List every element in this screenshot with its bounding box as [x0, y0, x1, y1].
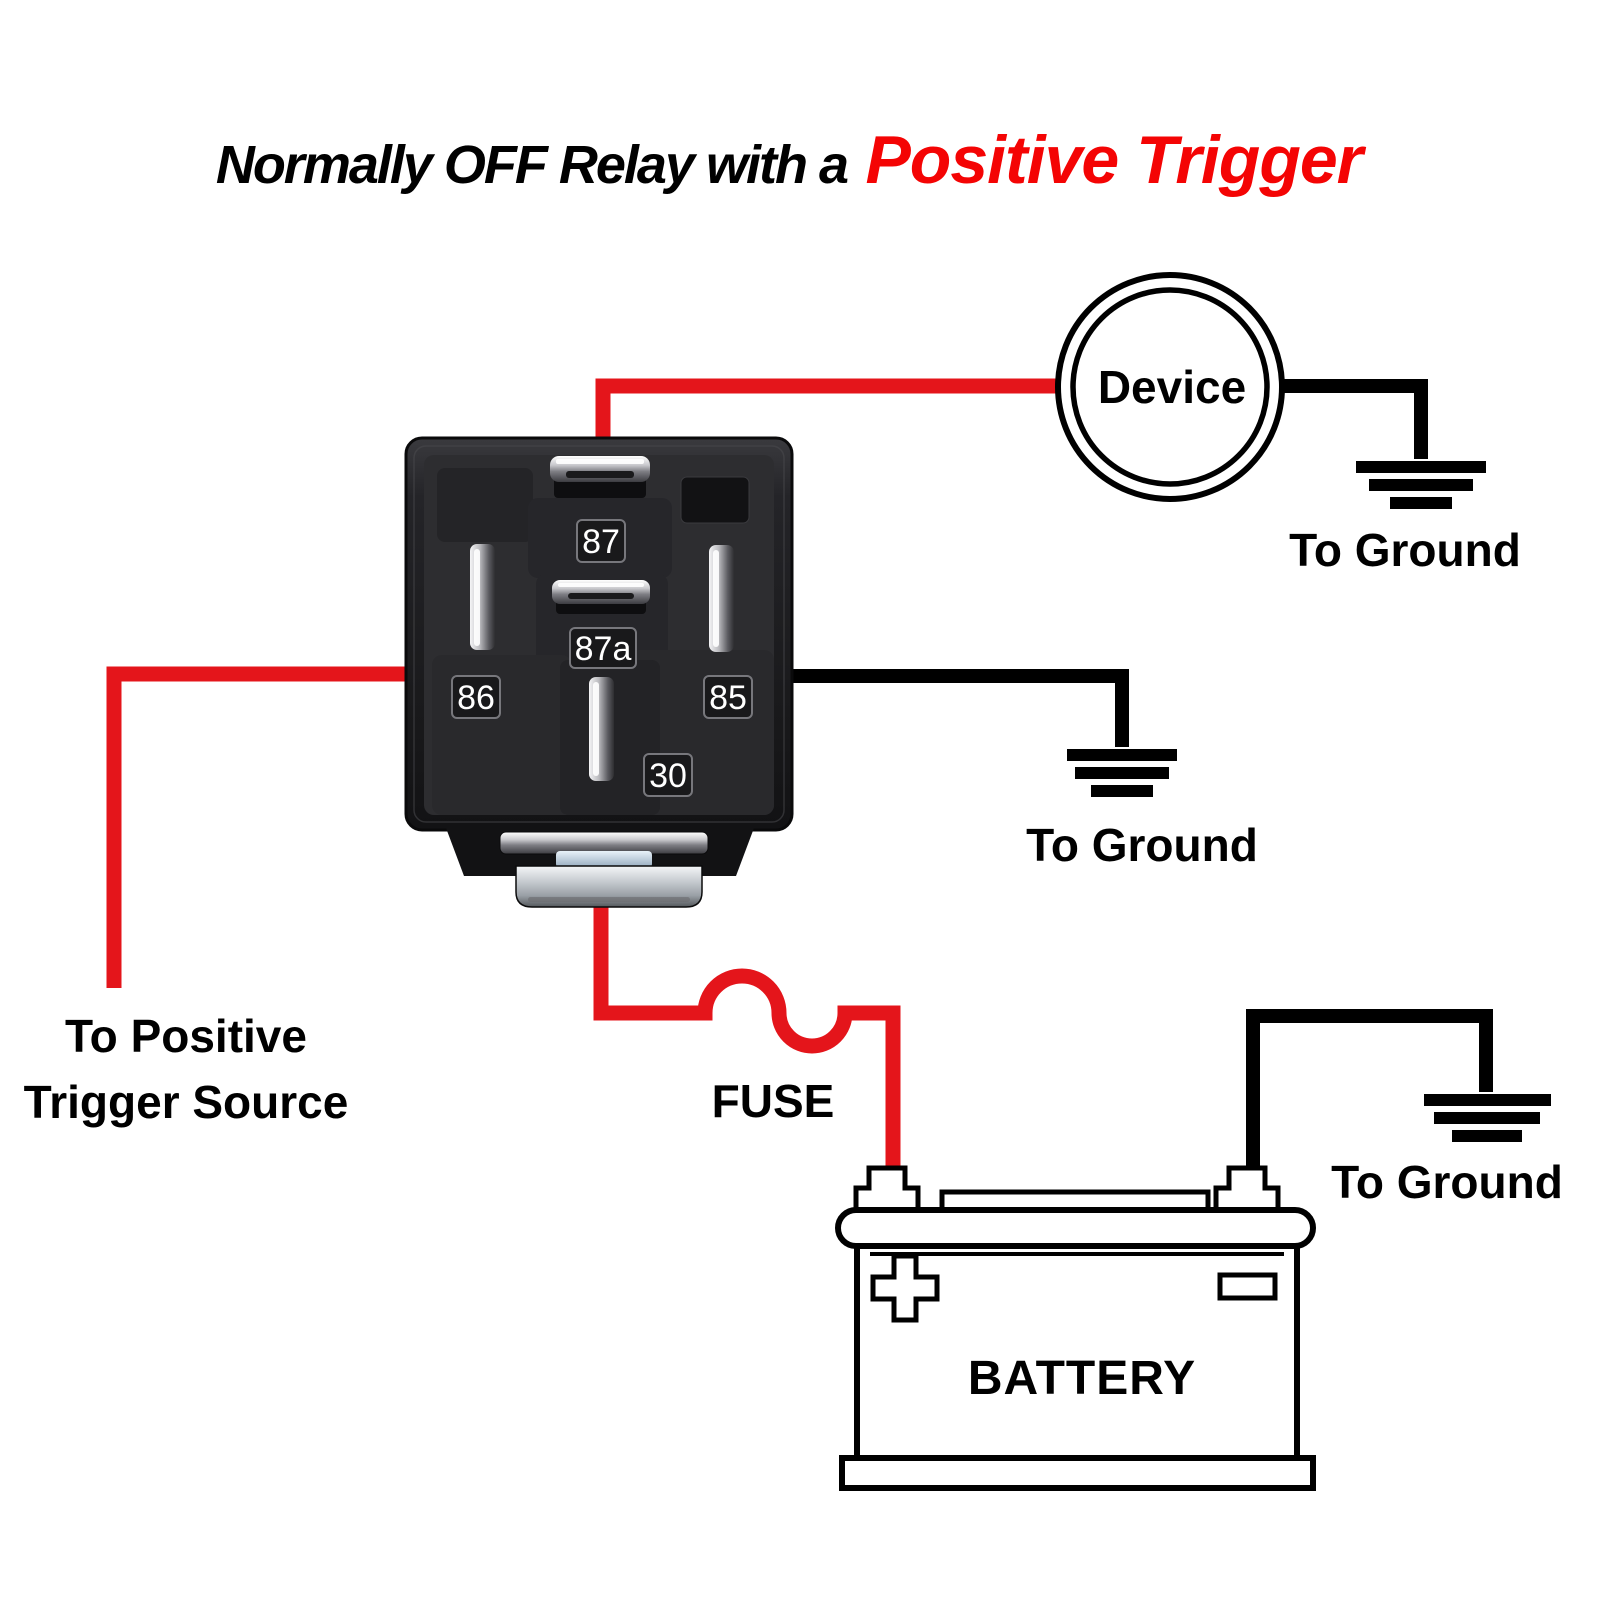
relay-pin-85-blade	[709, 545, 734, 652]
device-inner-circle	[1070, 287, 1270, 487]
wire-trigger-to-pin86	[106, 666, 410, 988]
ground-bar	[1091, 785, 1153, 797]
battery: BATTERY	[835, 1165, 1316, 1491]
ground-bar	[1390, 497, 1452, 509]
bracket-tab	[515, 865, 703, 908]
battery-base	[839, 1455, 1316, 1491]
bracket-tab-shadow	[528, 897, 690, 902]
relay-recess	[680, 476, 750, 524]
pin-label-30: 30	[649, 757, 687, 795]
battery-plus-icon	[870, 1253, 940, 1323]
ground-bar	[1356, 461, 1486, 473]
pin-chip-86	[451, 675, 501, 719]
blade-chrome	[589, 677, 614, 781]
pin-label-87: 87	[582, 523, 620, 561]
wire-pin85-to-ground	[788, 669, 1129, 747]
relay-pin-labels: 87 87a 86 85 30	[451, 519, 753, 797]
blade-highlight	[474, 549, 480, 646]
bracket-window	[556, 851, 652, 868]
wire-battery-to-ground	[1246, 1009, 1493, 1176]
ground-label-bottom: To Ground	[1331, 1156, 1563, 1208]
trigger-source-label-line1: To Positive	[65, 1010, 307, 1062]
battery-minus-icon	[1217, 1272, 1278, 1301]
ground-bar	[1067, 749, 1177, 761]
pin-chip-30	[643, 753, 693, 797]
blade-chrome	[709, 545, 734, 652]
fuse-label: FUSE	[712, 1075, 835, 1127]
ground-bar	[1075, 767, 1169, 779]
blade-slot	[566, 471, 634, 478]
relay-pin-30-blade	[589, 677, 614, 781]
battery-rim	[835, 1207, 1316, 1249]
pin-label-85: 85	[709, 679, 747, 717]
blade-highlight	[593, 682, 599, 776]
pin-chip-87a	[569, 627, 637, 669]
blade-highlight	[713, 550, 719, 647]
pin-chip-85	[703, 675, 753, 719]
relay-mounting-bracket	[446, 828, 754, 908]
ground-label-middle: To Ground	[1026, 819, 1258, 871]
ground-label-top: To Ground	[1289, 524, 1521, 576]
pin-label-87a: 87a	[575, 630, 632, 668]
wire-device-to-ground	[1282, 379, 1428, 459]
ground-bar	[1434, 1112, 1540, 1124]
battery-label: BATTERY	[968, 1352, 1196, 1405]
relay-pin-86-blade	[470, 544, 495, 650]
trigger-source-label-line2: Trigger Source	[24, 1076, 349, 1128]
pin-label-86: 86	[457, 679, 495, 717]
device-label: Device	[1098, 361, 1246, 413]
page-title: Normally OFF Relay with a Positive Trigg…	[216, 122, 1367, 198]
ground-symbol-relay	[1067, 749, 1177, 797]
wire-pin30-fuse-to-battery	[593, 898, 901, 1176]
ground-bar	[1452, 1130, 1522, 1142]
ground-bar	[1369, 479, 1473, 491]
device: Device	[1055, 272, 1285, 502]
pin-chip-87	[576, 519, 626, 563]
relay: 87 87a 86 85 30	[404, 436, 794, 908]
relay-pin-87a-blade	[552, 580, 650, 614]
blade-highlight	[558, 583, 644, 587]
ground-symbol-device	[1356, 461, 1486, 509]
relay-body-bevel	[413, 445, 785, 823]
blade-slot	[568, 593, 634, 599]
relay-recess	[437, 468, 533, 542]
bracket-bar	[499, 831, 709, 855]
page-title-black: Normally OFF Relay with a	[216, 135, 848, 195]
page-title-red: Positive Trigger	[865, 122, 1366, 198]
ground-bar	[1424, 1094, 1551, 1106]
relay-pin-87-blade	[550, 456, 650, 498]
blade-chrome	[470, 544, 495, 650]
ground-symbol-battery	[1424, 1094, 1551, 1142]
wire-pin87-to-device	[595, 378, 1058, 448]
blade-highlight	[556, 459, 644, 464]
